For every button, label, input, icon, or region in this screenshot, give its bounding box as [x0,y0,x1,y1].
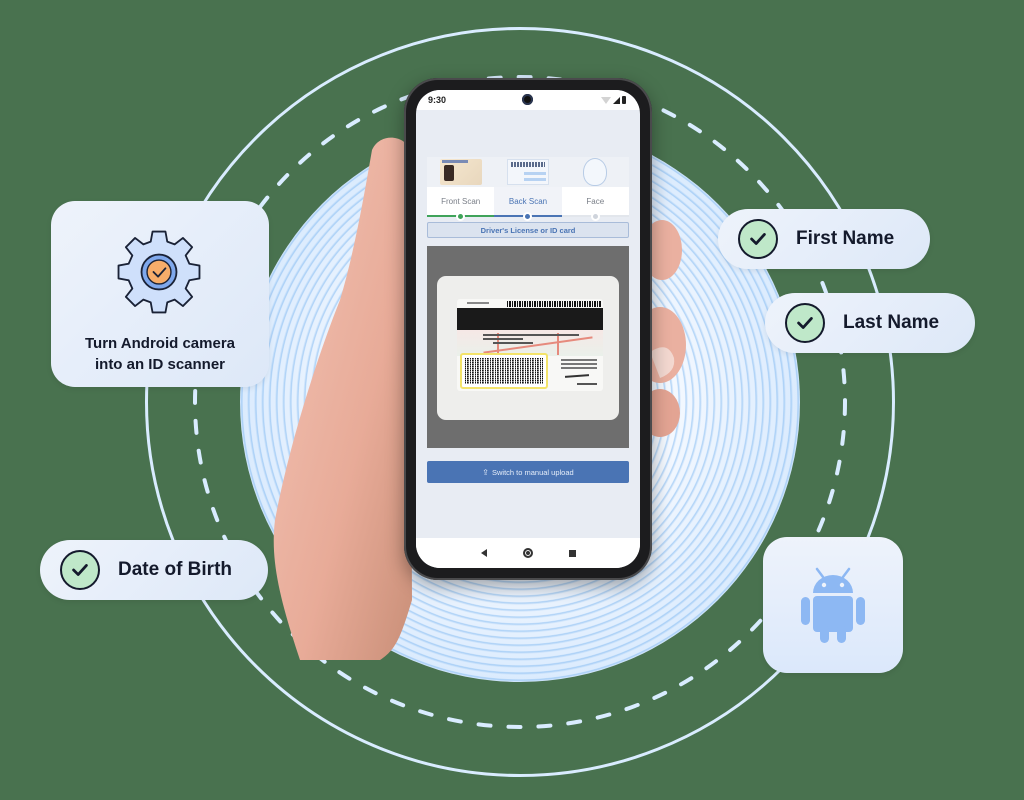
front-camera [522,94,533,105]
android-platform-badge [763,537,903,673]
license-back-image [457,299,603,391]
linear-barcode [507,301,601,307]
scan-steps: Front Scan Back Scan Face [427,157,629,221]
battery-icon [622,96,626,104]
field-date-of-birth: Date of Birth [40,540,268,600]
manual-upload-button[interactable]: ⇪ Switch to manual upload [427,461,629,483]
face-thumbnail [561,157,629,187]
camera-viewfinder [427,246,629,448]
wifi-icon [601,96,611,104]
step-front-scan[interactable]: Front Scan [427,157,495,221]
face-outline-icon [583,158,608,186]
card-guide-frame [437,276,619,420]
step-label: Front Scan [427,187,495,215]
check-icon [738,219,778,259]
feature-title: Turn Android camera into an ID scanner [84,335,236,373]
phone: 9:30 Front Scan [404,78,652,580]
signal-icon [613,96,620,104]
field-label: First Name [796,228,895,249]
front-id-thumbnail [427,157,495,187]
phone-screen: 9:30 Front Scan [416,90,640,568]
pending-dot-icon [590,212,600,221]
android-nav-bar [416,538,640,568]
field-label: Last Name [843,312,940,333]
field-last-name: Last Name [765,293,975,353]
recents-icon[interactable] [568,549,576,557]
step-label: Back Scan [494,187,562,215]
step-label: Face [561,187,629,215]
status-time: 9:30 [428,95,447,105]
outer-ring [145,27,895,777]
home-icon[interactable] [522,548,533,558]
android-icon [801,567,865,643]
pdf417-barcode-highlight [460,353,548,389]
active-pin-icon [523,212,533,221]
status-icons [601,96,626,104]
gear-check-icon [117,230,201,314]
document-type-selector[interactable]: Driver's License or ID card [427,222,629,238]
complete-dot-icon [456,212,466,221]
back-icon[interactable] [480,549,487,557]
step-face[interactable]: Face [561,157,629,221]
magnetic-stripe [457,308,603,330]
status-bar: 9:30 [416,90,640,110]
manual-upload-label: Switch to manual upload [491,467,574,477]
field-label: Date of Birth [118,559,232,580]
back-id-thumbnail [494,157,562,187]
upload-icon: ⇪ [482,467,489,477]
signature [564,374,590,378]
step-back-scan[interactable]: Back Scan [494,157,562,221]
check-icon [785,303,825,343]
field-first-name: First Name [718,209,930,269]
check-icon [60,550,100,590]
